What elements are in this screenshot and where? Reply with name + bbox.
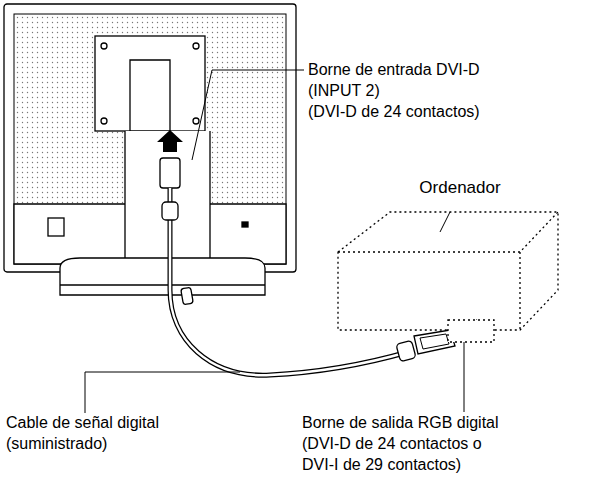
callout-label: (INPUT 2) bbox=[306, 81, 382, 100]
monitor bbox=[4, 4, 296, 295]
callout-label: Borne de salida RGB digital bbox=[300, 413, 501, 432]
callout-label: DVI-I de 29 contactos) bbox=[300, 455, 463, 474]
callout-label: Borne de entrada DVI-D bbox=[306, 60, 482, 79]
computer-box: Ordenador bbox=[330, 180, 570, 355]
callout-label: (DVI-D de 24 contactos o bbox=[300, 434, 484, 453]
leader-lines bbox=[85, 70, 464, 414]
callout-label: Cable de señal digital bbox=[4, 413, 161, 432]
computer-outline bbox=[330, 180, 570, 355]
callout-label: (suministrado) bbox=[4, 434, 109, 453]
node-title: Ordenador bbox=[417, 178, 502, 198]
callout-label: (DVI-D de 24 contactos) bbox=[306, 102, 482, 121]
input-arrow bbox=[157, 130, 183, 152]
cable bbox=[160, 158, 455, 375]
